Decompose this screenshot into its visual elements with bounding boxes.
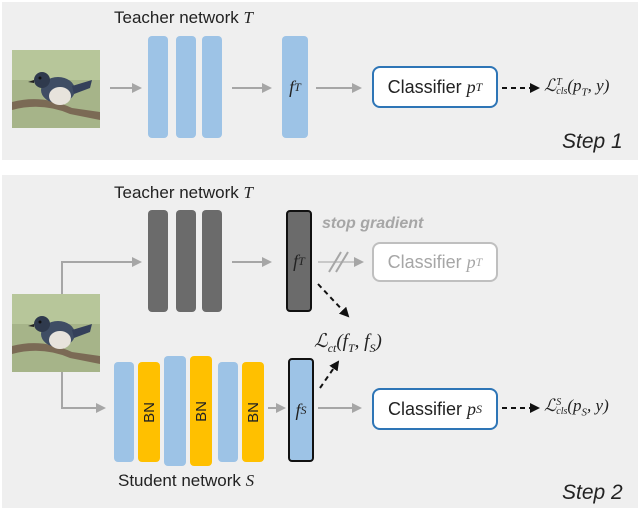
stop-gradient-slash-2 <box>335 251 349 273</box>
stop-gradient-slash-1 <box>328 251 342 273</box>
student-layer-2 <box>164 356 186 466</box>
ct-loss: ℒct(fT, fS) <box>314 331 382 355</box>
teacher-layer-3 <box>202 36 222 138</box>
student-bn-1: BN <box>138 362 160 462</box>
step2-panel <box>2 175 638 508</box>
bird-image-2 <box>12 294 100 372</box>
teacher-network-label-2: Teacher network T <box>114 183 253 202</box>
step1-panel <box>2 2 638 160</box>
bird-image-drawing <box>12 50 100 128</box>
teacher-layer-1 <box>148 36 168 138</box>
student-layer-3 <box>218 362 238 462</box>
stop-gradient-label: stop gradient <box>322 215 424 232</box>
arrow-student-feature-to-ct-loss <box>319 360 340 389</box>
student-layer-1 <box>114 362 134 462</box>
bird-image-2-drawing <box>12 294 100 372</box>
arrow-teacher-feature-to-ct-loss <box>317 283 350 318</box>
arrow-image-to-teacher-2 <box>61 257 142 298</box>
student-bn-2: BN <box>190 356 212 466</box>
step2-label: Step 2 <box>562 481 623 504</box>
teacher-layer-2 <box>176 36 196 138</box>
step1-label: Step 1 <box>562 130 623 153</box>
student-bn-3: BN <box>242 362 264 462</box>
teacher2-layer-2 <box>176 210 196 312</box>
teacher2-layer-1 <box>148 210 168 312</box>
arrow-image-to-student <box>61 362 106 413</box>
bird-image <box>12 50 100 128</box>
teacher2-layer-3 <box>202 210 222 312</box>
student-network-label: Student network S <box>118 471 255 490</box>
teacher-network-label: Teacher network T <box>114 8 253 27</box>
